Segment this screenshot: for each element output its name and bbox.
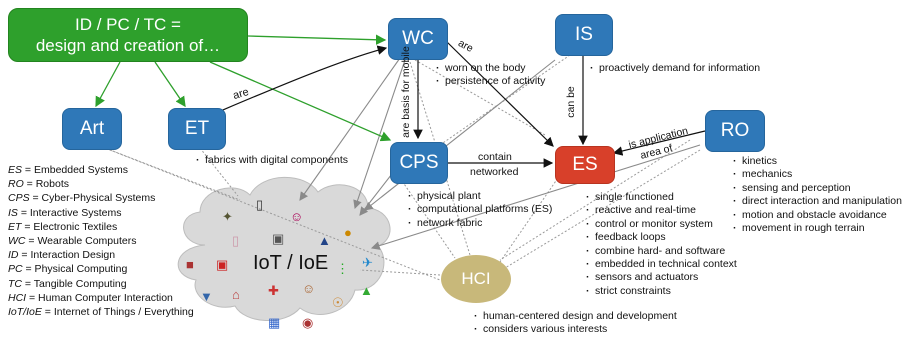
- list-item: direct interaction and manipulation: [733, 195, 902, 208]
- list-item: sensing and perception: [733, 182, 902, 195]
- ro-box[interactable]: RO: [705, 110, 765, 152]
- wc-bullets: worn on the body persistence of activity: [436, 62, 545, 89]
- skater-icon: ▲: [318, 233, 331, 248]
- list-item: kinetics: [733, 155, 902, 168]
- airplane-icon: ✈: [362, 255, 373, 270]
- id-pc-tc-line2: design and creation of…: [35, 36, 221, 55]
- list-item: mechanics: [733, 168, 902, 181]
- is-bullets: proactively demand for information: [590, 62, 760, 75]
- wc-box[interactable]: WC: [388, 18, 448, 60]
- car-icon: ▦: [268, 315, 281, 330]
- es-box[interactable]: ES: [555, 146, 615, 184]
- cps-box[interactable]: CPS: [390, 142, 448, 184]
- list-item: considers various interests: [474, 323, 677, 336]
- abbreviation-legend: ES = Embedded Systems RO = Robots CPS = …: [8, 163, 194, 319]
- list-item: human-centered design and development: [474, 310, 677, 323]
- is-box[interactable]: IS: [555, 14, 613, 56]
- hci-bullets: human-centered design and development co…: [474, 310, 677, 337]
- traffic-light-icon: ⋮: [336, 261, 349, 276]
- hospital-icon: ✚: [268, 283, 279, 298]
- iot-ioe-label: IoT / IoE: [253, 252, 329, 274]
- house-icon: ⌂: [232, 287, 240, 302]
- et-bullets: fabrics with digital components: [196, 154, 348, 167]
- family-icon: ☉: [332, 295, 344, 310]
- id-pc-tc-line1: ID / PC / TC =: [75, 15, 181, 34]
- edge-label-cps-networked: networked: [470, 166, 519, 178]
- factory-icon: ■: [186, 257, 194, 272]
- list-item: physical plant: [408, 190, 552, 203]
- list-item: control or monitor system: [586, 218, 737, 231]
- ship-icon: ▼: [200, 289, 213, 304]
- edge-label-cps-contain: contain: [478, 151, 512, 163]
- list-item: feedback loops: [586, 231, 737, 244]
- legend-entry: CPS = Cyber-Physical Systems: [8, 192, 156, 205]
- legend-entry: PC = Physical Computing: [8, 263, 128, 276]
- burger-icon: ●: [344, 225, 352, 240]
- et-box[interactable]: ET: [168, 108, 226, 150]
- list-item: persistence of activity: [436, 75, 545, 88]
- green-arrows: [95, 34, 392, 142]
- legend-entry: ET = Electronic Textiles: [8, 220, 118, 233]
- list-item: strict constraints: [586, 285, 737, 298]
- list-item: computational platforms (ES): [408, 203, 552, 216]
- edge-label-is-can-be: can be: [564, 86, 577, 118]
- list-item: movement in rough terrain: [733, 222, 902, 235]
- art-box[interactable]: Art: [62, 108, 122, 150]
- baby-bottle-icon: ▯: [232, 233, 240, 248]
- list-item: motion and obstacle avoidance: [733, 209, 902, 222]
- legend-entry: WC = Wearable Computers: [8, 235, 137, 248]
- list-item: proactively demand for information: [590, 62, 760, 75]
- truck-icon: ▣: [216, 257, 229, 272]
- edge-label-wc-basis: are basis for mobile: [400, 46, 412, 138]
- person-icon: ☺: [290, 209, 304, 224]
- list-item: fabrics with digital components: [196, 154, 348, 167]
- list-item: worn on the body: [436, 62, 545, 75]
- person-icon: ☺: [302, 281, 316, 296]
- legend-entry: RO = Robots: [8, 178, 69, 191]
- phone-icon: ▯: [256, 197, 264, 212]
- list-item: sensors and actuators: [586, 271, 737, 284]
- list-item: combine hard- and software: [586, 245, 737, 258]
- legend-entry: IoT/IoE = Internet of Things / Everythin…: [8, 306, 194, 319]
- list-item: reactive and real-time: [586, 204, 737, 217]
- id-pc-tc-box[interactable]: ID / PC / TC = design and creation of…: [8, 8, 248, 62]
- hci-ellipse[interactable]: HCI: [441, 255, 511, 303]
- list-item: embedded in technical context: [586, 258, 737, 271]
- list-item: network fabric: [408, 217, 552, 230]
- legend-entry: IS = Interactive Systems: [8, 206, 122, 219]
- cart-icon: ▣: [272, 231, 285, 246]
- legend-entry: TC = Tangible Computing: [8, 277, 127, 290]
- cyclist-icon: ◉: [302, 315, 314, 330]
- legend-entry: ES = Embedded Systems: [8, 164, 128, 176]
- list-item: single functioned: [586, 191, 737, 204]
- eagle-icon: ✦: [222, 209, 233, 224]
- cps-bullets: physical plant computational platforms (…: [408, 190, 552, 230]
- legend-entry: ID = Interaction Design: [8, 249, 116, 262]
- black-arrows: [217, 41, 706, 168]
- es-bullets: single functioned reactive and real-time…: [586, 191, 737, 298]
- tree-icon: ▲: [360, 283, 373, 298]
- legend-entry: HCI = Human Computer Interaction: [8, 291, 173, 304]
- ro-bullets: kinetics mechanics sensing and perceptio…: [733, 155, 902, 235]
